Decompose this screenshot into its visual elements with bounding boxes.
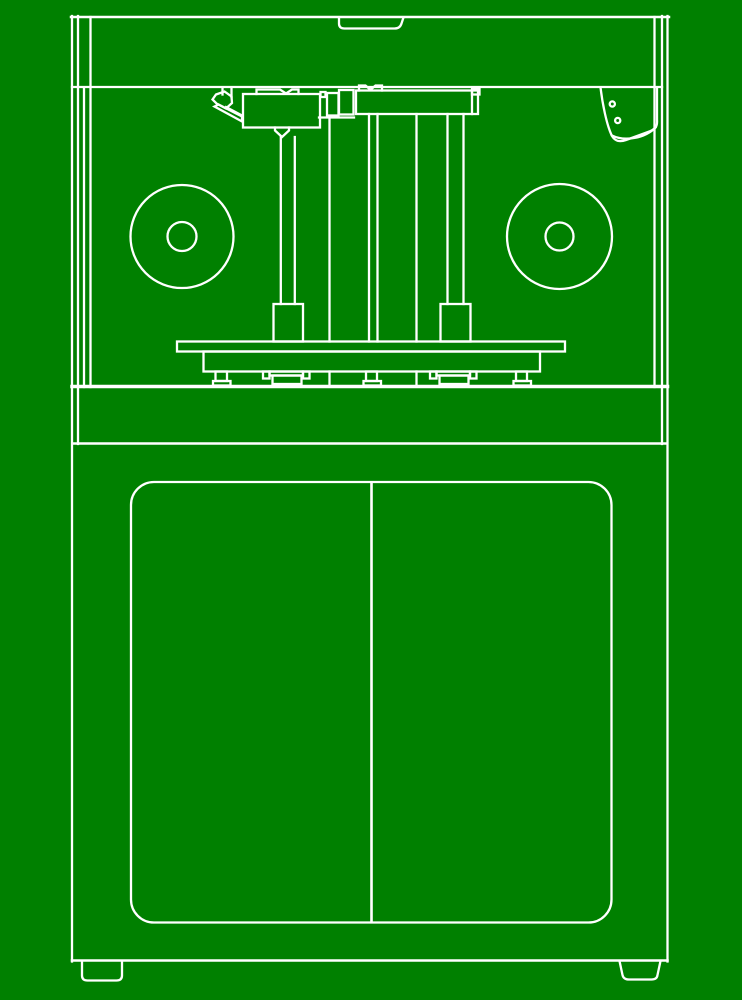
beam-top-tab (357, 84, 384, 92)
lid-handle-recess (337, 16, 405, 30)
bed-foot-center-base (362, 379, 383, 387)
funnel-opening-lip (610, 125, 658, 140)
machine-foot-right (618, 959, 662, 981)
fan-duct-clamp (211, 90, 234, 110)
beam-end-step (470, 87, 481, 96)
carriage-block-b (337, 88, 355, 116)
spool-hub-right (544, 221, 575, 252)
funnel-screw-hole-lower (613, 116, 622, 125)
bed-foot-left-base (211, 379, 232, 387)
bed-foot-right-base (512, 379, 533, 387)
funnel-screw-hole-upper (608, 100, 617, 108)
bracket-right-body (438, 374, 470, 386)
machine-foot-left (80, 959, 124, 982)
nozzle-mount (273, 126, 291, 139)
print-head-body (241, 92, 322, 129)
bracket-left-body (271, 374, 303, 386)
cabinet-door-outline (129, 480, 613, 924)
filament-spool-right (505, 182, 614, 291)
belt-clamp-block (319, 90, 327, 99)
print-head-top-tab (255, 88, 300, 96)
spool-hub-left (166, 220, 198, 253)
filament-spool-left (129, 183, 235, 290)
bracket-right-tab-b (468, 370, 478, 380)
gantry-beam (354, 89, 480, 116)
fan-duct-arm (212, 103, 244, 124)
bracket-left-tab-b (301, 370, 311, 380)
